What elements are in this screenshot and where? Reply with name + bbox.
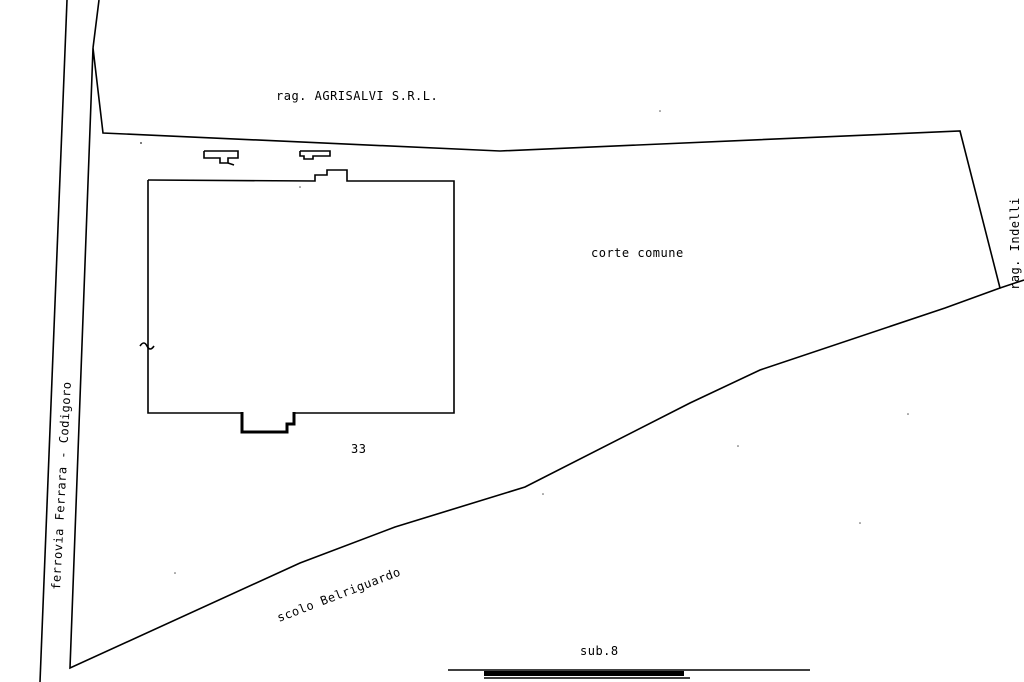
east-owner-label: rag. Indelli <box>1008 197 1022 290</box>
courtyard-label: corte comune <box>591 246 684 260</box>
sub-label: sub.8 <box>580 644 619 658</box>
railway-label: ferrovia Ferrara - Codigoro <box>49 381 74 590</box>
east-boundary-extension <box>999 279 1024 289</box>
parcel-number-label: 33 <box>351 442 366 456</box>
building-footprint <box>139 169 455 434</box>
canal-label: scolo Belriguardo <box>275 565 403 625</box>
lot-boundary <box>69 47 1001 670</box>
railway-lines <box>39 0 100 682</box>
survey-dots <box>140 110 909 574</box>
north-owner-label: rag. AGRISALVI S.R.L. <box>276 89 438 103</box>
outbuilding-east <box>299 150 331 160</box>
sub-underline <box>448 669 810 679</box>
outbuilding-west <box>203 150 239 166</box>
